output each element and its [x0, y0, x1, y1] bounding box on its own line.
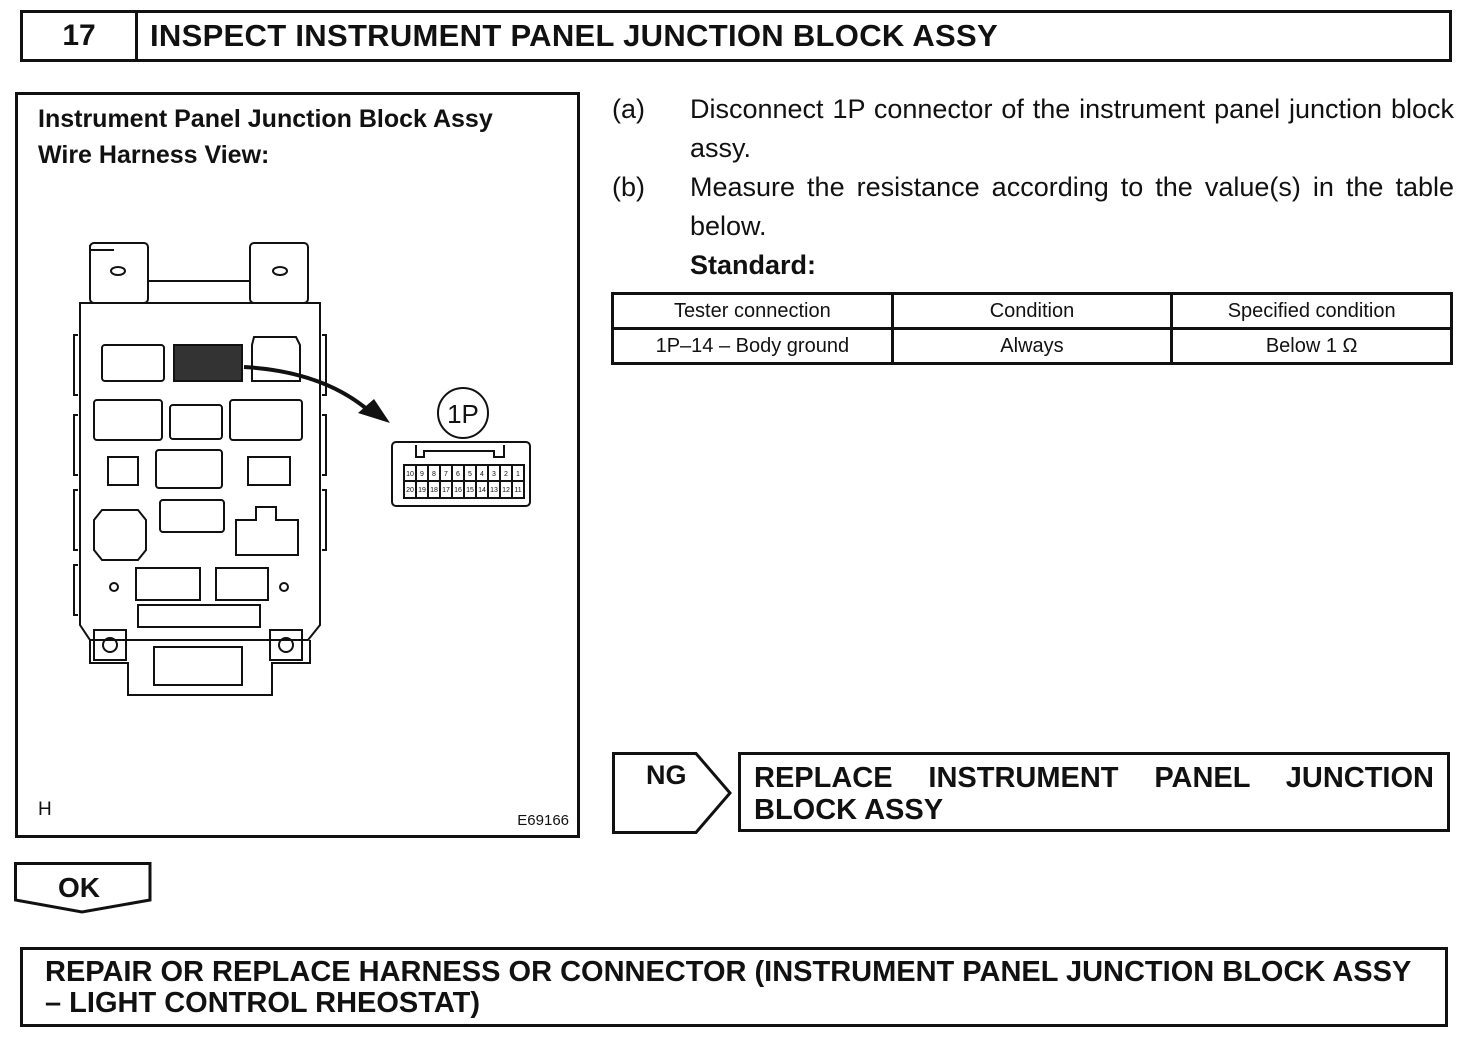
instructions: (a) Disconnect 1P connector of the instr…	[612, 90, 1454, 285]
connector-pin: 17	[442, 487, 450, 494]
step-title: INSPECT INSTRUMENT PANEL JUNCTION BLOCK …	[150, 18, 998, 53]
connector-pin: 9	[420, 471, 424, 478]
junction-block-illustration: 1P 10 9 8 7 6 5 4 3 2 1	[73, 242, 531, 696]
table-header: Tester connection	[611, 292, 894, 330]
connector-pin: 16	[454, 487, 462, 494]
ng-label: NG	[646, 760, 687, 790]
connector-pin: 7	[444, 471, 448, 478]
table-row: 1P–14 – Body ground Always Below 1 Ω	[611, 327, 1453, 365]
connector-pin: 1	[516, 471, 520, 478]
connector-pin: 4	[480, 471, 484, 478]
ok-arrow-box: OK	[14, 862, 154, 919]
connector-pin: 5	[468, 471, 472, 478]
ok-label: OK	[58, 872, 100, 903]
table-cell: 1P–14 – Body ground	[611, 327, 894, 365]
figure-title-line2: Wire Harness View:	[38, 141, 270, 169]
connector-pin: 11	[514, 487, 521, 494]
table-cell: Below 1 Ω	[1170, 327, 1453, 365]
connector-pin: 10	[406, 471, 414, 478]
instruction-label: (a)	[612, 94, 645, 124]
connector-pin: 20	[406, 487, 414, 494]
table-header: Condition	[890, 292, 1174, 330]
spec-table: Tester connection Condition Specified co…	[611, 292, 1453, 365]
ng-arrow-box: NG	[612, 752, 734, 839]
connector-pin: 14	[478, 487, 486, 494]
step-number: 17	[23, 13, 138, 59]
connector-pin: 13	[490, 487, 498, 494]
connector-pin: 15	[466, 487, 474, 494]
connector-pin: 2	[504, 471, 508, 478]
step-header: 17 INSPECT INSTRUMENT PANEL JUNCTION BLO…	[20, 10, 1452, 62]
final-action-box: REPAIR OR REPLACE HARNESS OR CONNECTOR (…	[20, 947, 1448, 1027]
ng-arrow-shape	[612, 752, 732, 834]
connector-pin: 19	[418, 487, 426, 494]
standard-label: Standard:	[690, 250, 817, 280]
table-cell: Always	[890, 327, 1174, 365]
connector-pin: 8	[432, 471, 436, 478]
connector-pin: 12	[502, 487, 510, 494]
figure-code: E69166	[517, 812, 569, 829]
table-header-row: Tester connection Condition Specified co…	[611, 292, 1453, 330]
table-header: Specified condition	[1170, 292, 1453, 330]
instruction-text: Disconnect 1P connector of the instrumen…	[690, 94, 1454, 163]
figure-title-line1: Instrument Panel Junction Block Assy	[38, 105, 493, 133]
instruction-b: (b) Measure the resistance according to …	[612, 168, 1454, 246]
figure-corner-mark: H	[38, 799, 52, 820]
connector-pin: 3	[492, 471, 496, 478]
ok-arrow-shape	[14, 862, 152, 914]
figure-title: Instrument Panel Junction Block Assy Wir…	[38, 101, 493, 173]
connector-pin: 6	[456, 471, 460, 478]
figure-box: 1P 10 9 8 7 6 5 4 3 2 1	[15, 92, 580, 838]
instruction-a: (a) Disconnect 1P connector of the instr…	[612, 90, 1454, 168]
connector-label: 1P	[447, 399, 479, 429]
instruction-label: (b)	[612, 172, 645, 202]
instruction-text: Measure the resistance according to the …	[690, 172, 1454, 241]
connector-pin: 18	[430, 487, 438, 494]
ng-action-box: REPLACE INSTRUMENT PANEL JUNCTION BLOCK …	[738, 752, 1450, 832]
